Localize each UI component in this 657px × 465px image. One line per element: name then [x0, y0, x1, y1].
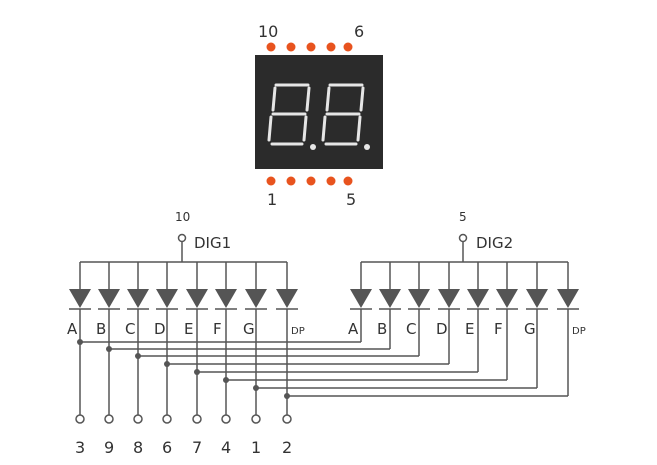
diode-icon [98, 289, 120, 308]
cathode-pin [251, 414, 261, 424]
segment [325, 86, 331, 112]
digit1-label: DIG1 [194, 234, 231, 252]
segment [356, 115, 362, 142]
segment-label: C [125, 320, 135, 338]
digit-segments [267, 83, 370, 150]
cathode-pin [133, 414, 143, 424]
diode-icon [408, 289, 430, 308]
decimal-point [310, 144, 316, 150]
diode-icon [526, 289, 548, 308]
cathode-pin-number: 7 [192, 438, 202, 457]
segment-label: B [96, 320, 106, 338]
display-package: 10 6 1 5 [255, 22, 383, 209]
cathode-pin-number: 4 [221, 438, 231, 457]
digit2-label: DIG2 [476, 234, 513, 252]
package-pin-top [326, 42, 336, 52]
cathode-pin-number: 6 [162, 438, 172, 457]
diode-icon [350, 289, 372, 308]
diode-icon [496, 289, 518, 308]
segment-label: B [377, 320, 387, 338]
package-pin-bottom [306, 176, 316, 186]
package-pin-top [343, 42, 353, 52]
cathode-pin [104, 414, 114, 424]
segment-label: A [348, 320, 359, 338]
cathode-pin-number: 8 [133, 438, 143, 457]
cathode-pin [282, 414, 292, 424]
package-pin-top [286, 42, 296, 52]
package-pin-bottom [343, 176, 353, 186]
junction-dot [194, 369, 200, 375]
segment-label: G [243, 320, 255, 338]
segment-label: G [524, 320, 536, 338]
diode-icon [438, 289, 460, 308]
diode-icon [127, 289, 149, 308]
segment [305, 86, 311, 112]
diode-icon [557, 289, 579, 308]
display-body [255, 55, 383, 169]
segment [271, 86, 277, 112]
segment [359, 86, 365, 112]
segment [321, 115, 327, 142]
segment-label: F [213, 320, 222, 338]
junction-dot [106, 346, 112, 352]
junction-dot [223, 377, 229, 383]
package-pins [266, 42, 353, 186]
segment-label: DP [572, 326, 586, 337]
cathode-pin-number: 9 [104, 438, 114, 457]
diode-icon [467, 289, 489, 308]
junction-dot [253, 385, 259, 391]
segment-label: E [184, 320, 193, 338]
segment [267, 115, 273, 142]
pin-label-bottom-left: 1 [267, 190, 277, 209]
cathode-pin-number: 3 [75, 438, 85, 457]
digit1-pin-number: 10 [175, 210, 190, 224]
package-pin-top [266, 42, 276, 52]
diode-icon [156, 289, 178, 308]
cathode-pin-number: 2 [282, 438, 292, 457]
package-pin-bottom [266, 176, 276, 186]
cathode-pin [192, 414, 202, 424]
diode-icon [276, 289, 298, 308]
segment-label: DP [291, 326, 305, 337]
segment [302, 115, 308, 142]
decimal-point [364, 144, 370, 150]
cathode-pin [162, 414, 172, 424]
cathode-pin [75, 414, 85, 424]
junction-dot [164, 361, 170, 367]
segment-label: D [154, 320, 166, 338]
diode-icon [245, 289, 267, 308]
cathode-pin-number: 1 [251, 438, 261, 457]
digit1-anode-pin [177, 233, 187, 243]
segment-label: F [494, 320, 503, 338]
cathode-pin [221, 414, 231, 424]
junction-dot [284, 393, 290, 399]
package-pin-bottom [326, 176, 336, 186]
diode-icon [186, 289, 208, 308]
segment-label: A [67, 320, 78, 338]
pin-label-bottom-right: 5 [346, 190, 356, 209]
segment-label: D [436, 320, 448, 338]
diode-icon [69, 289, 91, 308]
segment-label: C [406, 320, 416, 338]
package-pin-bottom [286, 176, 296, 186]
package-pin-top [306, 42, 316, 52]
segment-label: E [465, 320, 474, 338]
pin-label-top-left: 10 [258, 22, 278, 41]
diode-icon [215, 289, 237, 308]
digit2-anode-pin [458, 233, 468, 243]
diode-icon [379, 289, 401, 308]
pin-label-top-right: 6 [354, 22, 364, 41]
junction-dot [77, 339, 83, 345]
digit2-pin-number: 5 [459, 210, 467, 224]
junction-dot [135, 353, 141, 359]
